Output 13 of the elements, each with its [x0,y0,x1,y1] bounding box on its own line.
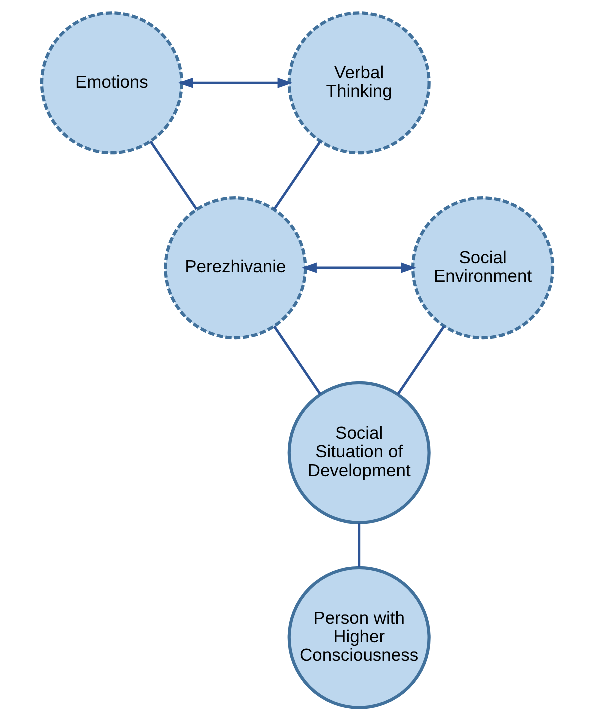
connector [274,140,322,210]
node-circle: Person with Higher Consciousness [288,566,431,710]
connector [397,326,446,396]
connector [358,523,361,568]
arrow [178,78,293,88]
connector [273,326,322,396]
node-circle: Social Environment [412,196,555,340]
node-circle: Verbal Thinking [288,12,431,155]
connector [150,140,198,210]
node-circle: Perezhivanie [164,196,308,340]
node-circle: Social Situation of Development [288,381,431,524]
arrow [302,262,417,274]
node-circle: Emotions [40,12,184,155]
